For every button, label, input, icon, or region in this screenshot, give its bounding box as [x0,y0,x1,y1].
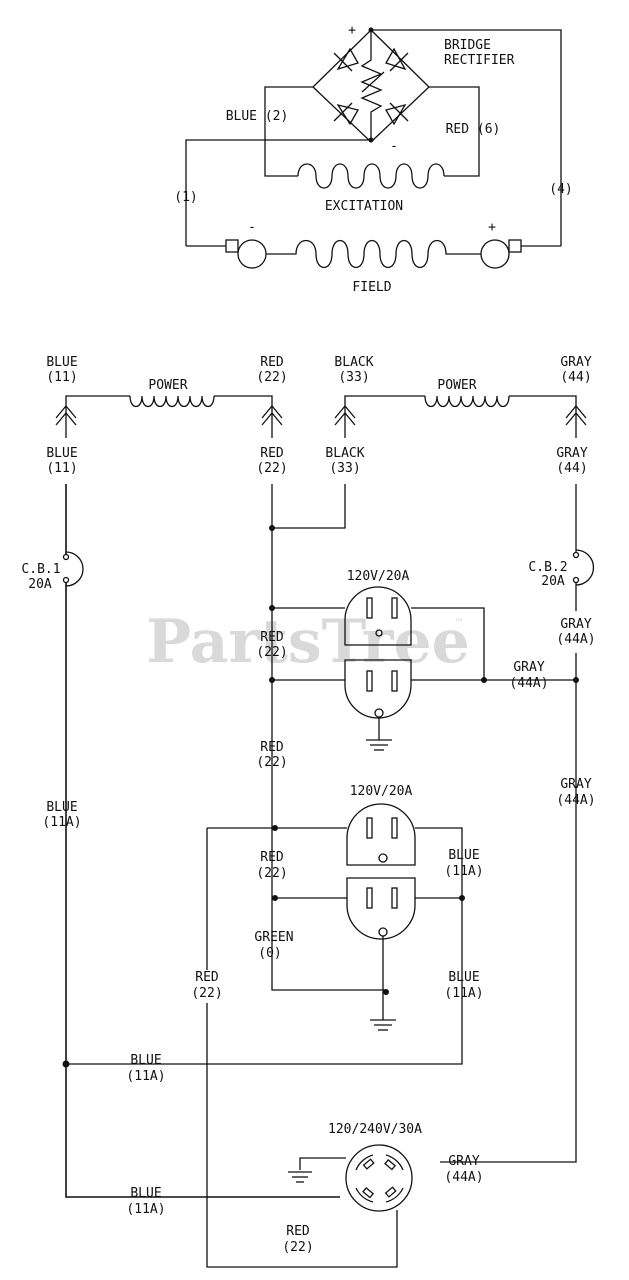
rec2-red2-label-num: (22) [191,986,222,1001]
bottom-blue-a-label-num: (11A) [126,1069,165,1084]
lower-label-red-num: (22) [256,461,287,476]
power-winding-left [129,395,215,408]
brush-right-icon [480,239,510,269]
bottom-blue-b-label: BLUE [130,1186,161,1201]
rec2-red-label-num: (22) [256,866,287,881]
bridge-title-line2: RECTIFIER [444,53,515,68]
bottom-gray-label: GRAY [448,1154,479,1169]
lower-label-gray-num: (44) [556,461,587,476]
wire-label-blue-2: BLUE (2) [226,109,289,124]
field-coil [266,239,481,269]
brush-left-icon [237,239,267,269]
bridge-minus: - [390,139,398,154]
diode-bottom-right [385,102,409,126]
cb2-name: C.B.2 [528,560,567,575]
rec1-red-label-num: (22) [256,645,287,660]
bottom-red-label-num: (22) [282,1240,313,1255]
wire-label-red-6: RED (6) [446,122,501,137]
bridge-plus: + [348,23,356,38]
wire-blue-11a [65,582,340,1198]
center-resistor [360,30,383,142]
bottom-red-label: RED [286,1224,310,1239]
ground-3-icon [288,1171,312,1183]
ground-1-icon [366,717,392,751]
rec1-gray-label: GRAY [513,660,544,675]
wire-red-22 [271,484,386,991]
lower-label-red: RED [260,446,284,461]
ground-2-icon [370,1019,396,1031]
top-label-gray: GRAY [560,355,591,370]
connector-black-icon [334,404,356,438]
lower-label-gray: GRAY [556,446,587,461]
cb2-rating: 20A [541,574,565,589]
power-left-label: POWER [148,378,187,393]
gray-upper-label-num: (44A) [556,632,595,647]
field-terminal-left-body [225,239,239,253]
receptacle-2-icon [346,803,416,940]
bottom-gray-label-num: (44A) [444,1170,483,1185]
diode-top-left [333,47,359,72]
top-label-red-num: (22) [256,370,287,385]
wire-label-4: (4) [549,182,572,197]
lower-label-black: BLACK [325,446,364,461]
blue-11a-label: BLUE [46,800,77,815]
bridge-rectifier [312,27,430,143]
connector-gray-icon [565,404,587,438]
rec2-red-label: RED [260,850,284,865]
power-right-label: POWER [437,378,476,393]
rec2-blue-label: BLUE [448,848,479,863]
circuit-breaker-1-icon [62,551,84,587]
rec2-red2-label: RED [195,970,219,985]
top-label-blue-num: (11) [46,370,77,385]
diode-top-right [385,47,409,72]
connector-red-icon [261,404,283,438]
watermark: PartsTree [146,607,470,677]
lower-label-black-num: (33) [329,461,360,476]
cb1-name: C.B.1 [21,562,60,577]
excitation-coil [297,163,445,189]
top-label-blue: BLUE [46,355,77,370]
top-label-black: BLACK [334,355,373,370]
connector-blue-icon [55,404,77,438]
lower-label-blue: BLUE [46,446,77,461]
rec2-blue2-label-num: (11A) [444,986,483,1001]
field-terminal-right-body [508,239,522,253]
top-label-black-num: (33) [338,370,369,385]
bottom-blue-a-label: BLUE [130,1053,161,1068]
mid-gray-label-num: (44A) [556,793,595,808]
rec1-gray-label-num: (44A) [509,676,548,691]
receptacle-3-rating: 120/240V/30A [328,1122,422,1137]
receptacle-2-rating: 120V/20A [350,784,413,799]
gray-upper-label: GRAY [560,617,591,632]
circuit-breaker-2-icon [572,549,595,586]
diode-bottom-left [333,102,359,126]
mid-red-label-num: (22) [256,755,287,770]
wire-gray-44a [440,653,577,1163]
excitation-label: EXCITATION [325,199,403,214]
field-minus: - [248,220,256,235]
rec2-green-label-num: (0) [258,946,281,961]
receptacle-1-rating: 120V/20A [347,569,410,584]
rec2-blue-label-num: (11A) [444,864,483,879]
mid-red-label: RED [260,740,284,755]
field-label: FIELD [352,280,391,295]
wire-label-1: (1) [174,190,197,205]
rec1-red-label: RED [260,630,284,645]
power-winding-right [424,395,510,408]
twist-lock-receptacle-icon [345,1144,413,1212]
bridge-title-line1: BRIDGE [444,38,491,53]
field-plus: + [488,220,496,235]
mid-gray-label: GRAY [560,777,591,792]
receptacle-1-icon [344,586,412,719]
cb1-rating: 20A [28,577,52,592]
top-label-red: RED [260,355,284,370]
rec2-blue2-label: BLUE [448,970,479,985]
top-label-gray-num: (44) [560,370,591,385]
bottom-blue-b-label-num: (11A) [126,1202,165,1217]
blue-11a-label-num: (11A) [42,815,81,830]
watermark-trademark: ™ [454,618,464,629]
lower-label-blue-num: (11) [46,461,77,476]
rec2-green-label: GREEN [254,930,293,945]
